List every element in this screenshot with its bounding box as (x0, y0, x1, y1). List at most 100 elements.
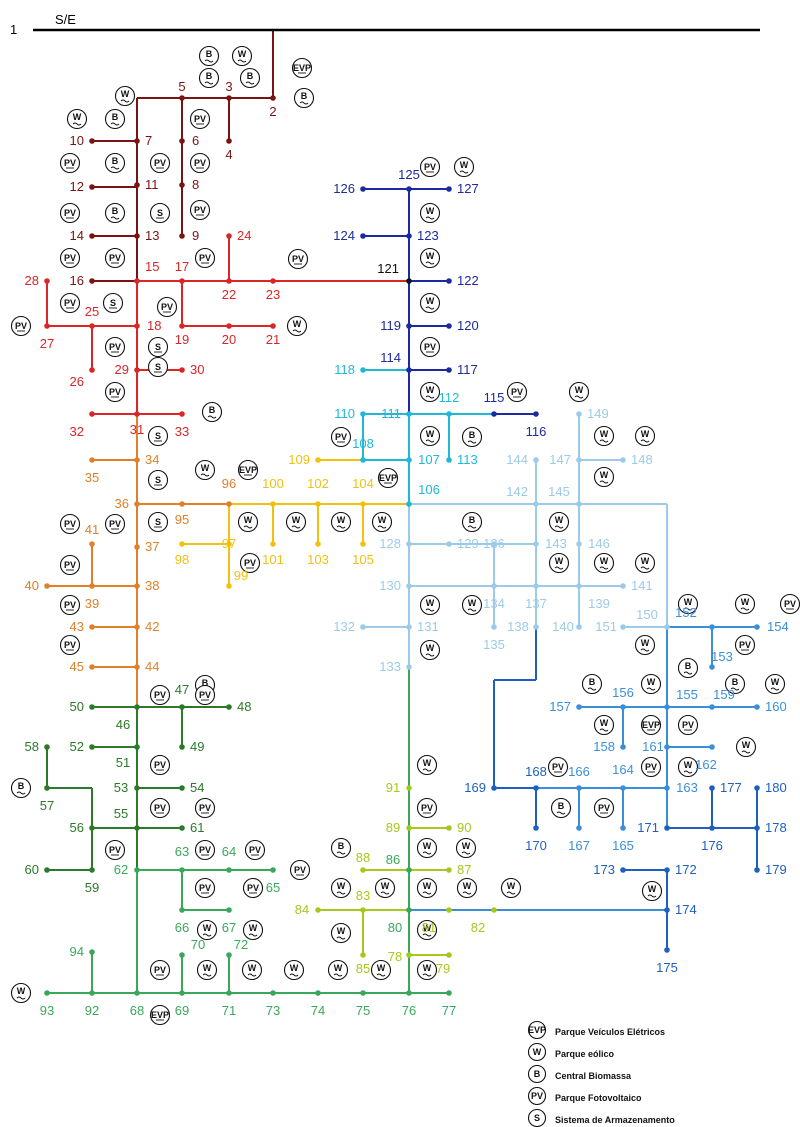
bus-node (709, 704, 715, 710)
pv-icon: PV (149, 959, 171, 981)
bus-node (406, 785, 412, 791)
bus-node (179, 907, 185, 913)
bus-node (406, 664, 412, 670)
svg-text:W: W (641, 429, 650, 439)
wind-icon: W (416, 959, 438, 981)
legend-label: Sistema de Armazenamento (555, 1115, 675, 1125)
svg-text:W: W (426, 206, 435, 216)
wind-icon: W (453, 156, 475, 178)
svg-text:W: W (238, 49, 247, 59)
bus-node (491, 907, 497, 913)
wind-icon: W (461, 594, 483, 616)
bus-node (226, 95, 232, 101)
bus-node (270, 323, 276, 329)
bus-label: 76 (402, 1003, 416, 1018)
svg-text:B: B (112, 112, 119, 122)
bus-label: 127 (457, 181, 479, 196)
wind-icon: W (641, 880, 663, 902)
storage-icon: S (147, 469, 169, 491)
pv-icon: PV (244, 839, 266, 861)
bus-node (620, 583, 626, 589)
bus-label: 165 (612, 838, 634, 853)
svg-text:W: W (426, 251, 435, 261)
wind-icon: W (593, 466, 615, 488)
wind-icon: W (416, 837, 438, 859)
svg-text:W: W (533, 1047, 542, 1057)
bus-label: 29 (115, 362, 129, 377)
bus-label: 110 (334, 406, 355, 421)
bus-node (406, 367, 412, 373)
legend-label: Parque eólico (555, 1049, 615, 1059)
top-node-label: 1 (10, 22, 17, 37)
pv-icon: PV (189, 108, 211, 130)
svg-text:PV: PV (64, 253, 76, 263)
bus-label: 13 (145, 228, 159, 243)
svg-text:PV: PV (154, 760, 166, 770)
bus-node (134, 411, 140, 417)
bus-label: 163 (676, 780, 698, 795)
bus-label: 80 (388, 920, 402, 935)
svg-text:PV: PV (531, 1091, 543, 1101)
bus-label: 97 (222, 536, 236, 551)
pv-icon: PV (547, 756, 569, 778)
wind-icon: W (634, 552, 656, 574)
substation-header: 1 S/E (10, 12, 760, 37)
bus-label: 101 (262, 552, 284, 567)
bus-label: 142 (506, 484, 528, 499)
ev-icon: EVP (149, 1004, 171, 1026)
bus-label: 104 (352, 476, 374, 491)
bus-label: 34 (145, 452, 159, 467)
pv-icon: PV (194, 839, 216, 861)
svg-text:W: W (244, 515, 253, 525)
bus-node (179, 182, 185, 188)
bus-node (406, 624, 412, 630)
svg-text:W: W (641, 556, 650, 566)
svg-text:W: W (249, 923, 258, 933)
bus-node (360, 233, 366, 239)
bus-label: 70 (191, 937, 205, 952)
bio-icon (527, 1064, 547, 1084)
bus-label: 49 (190, 739, 204, 754)
svg-text:PV: PV (194, 158, 206, 168)
bus-node (491, 624, 497, 630)
wind-icon: W (286, 315, 308, 337)
svg-text:W: W (771, 677, 780, 687)
bus-label: 126 (333, 181, 355, 196)
bus-node (664, 704, 670, 710)
pv-icon: PV (59, 554, 81, 576)
wind-icon: W (194, 459, 216, 481)
bus-label: 30 (190, 362, 204, 377)
svg-text:W: W (647, 677, 656, 687)
pv-icon: PV (104, 839, 126, 861)
svg-text:PV: PV (424, 162, 436, 172)
wind-icon (527, 1042, 547, 1062)
svg-text:PV: PV (64, 298, 76, 308)
bus-node (446, 278, 452, 284)
svg-text:PV: PV (784, 599, 796, 609)
pv-icon: PV (734, 634, 756, 656)
pv-icon: PV (330, 426, 352, 448)
bus-label: 64 (222, 844, 236, 859)
bio-icon: B (104, 152, 126, 174)
bus-node (491, 411, 497, 417)
bus-node (44, 867, 50, 873)
bus-node (89, 138, 95, 144)
bus-label: 113 (457, 452, 478, 467)
bus-label: 134 (483, 596, 505, 611)
svg-text:PV: PV (247, 883, 259, 893)
svg-text:PV: PV (511, 387, 523, 397)
bus-node (315, 501, 321, 507)
bus-node (315, 541, 321, 547)
bus-node (179, 323, 185, 329)
bus-label: 17 (175, 259, 189, 274)
svg-text:W: W (463, 881, 472, 891)
bus-node (446, 457, 452, 463)
bus-label: 119 (380, 318, 401, 333)
bus-label: 167 (568, 838, 590, 853)
bus-label: 129 (457, 536, 479, 551)
bus-label: 37 (145, 539, 159, 554)
svg-text:W: W (203, 963, 212, 973)
storage-icon: S (147, 336, 169, 358)
bus-label: 128 (379, 536, 401, 551)
bus-node (754, 867, 760, 873)
